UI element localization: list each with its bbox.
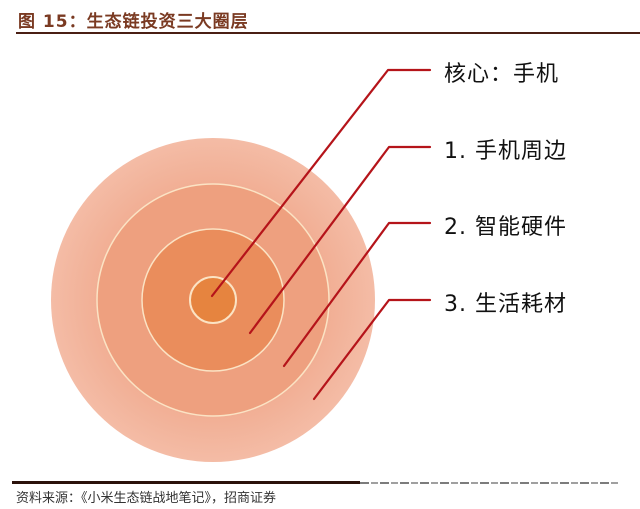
label-phone-accessories: 1. 手机周边 [444, 139, 567, 164]
label-smart-hardware: 2. 智能硬件 [444, 215, 567, 240]
leader-line-layer-3 [312, 298, 432, 401]
core-phone [189, 276, 237, 324]
leader-line-layer-1 [248, 145, 432, 335]
figure-title: 图 15：生态链投资三大圈层 [18, 12, 249, 32]
source-note: 资料来源：《小米生态链战地笔记》，招商证券 [16, 491, 277, 506]
label-life-consumables: 3. 生活耗材 [444, 292, 567, 317]
leader-line-layer-2 [282, 221, 432, 368]
title-divider [16, 32, 640, 34]
leader-line-core [210, 68, 432, 298]
watermark-strip [360, 482, 618, 484]
footer-divider [12, 481, 360, 484]
label-core-phone: 核心：手机 [444, 62, 560, 87]
